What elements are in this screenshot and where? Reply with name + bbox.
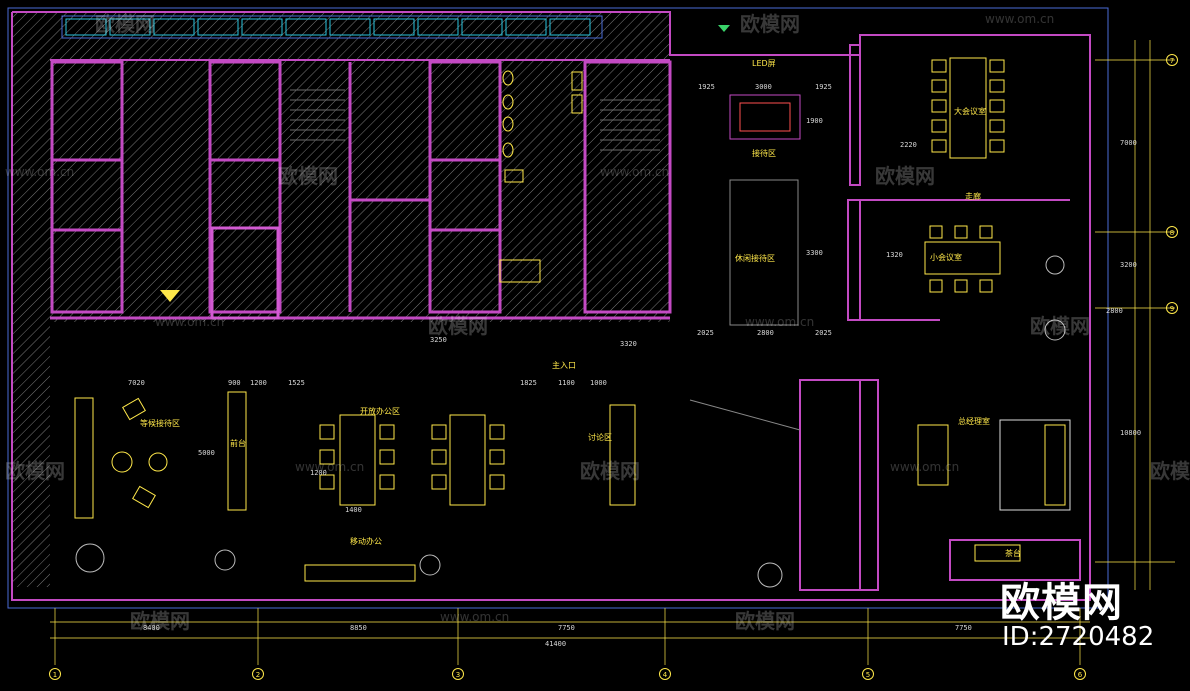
watermark-brand: 欧模网	[735, 609, 795, 633]
dim-waiting-4: 1525	[288, 379, 305, 387]
dim-waiting-5: 1825	[520, 379, 537, 387]
skylight-panels	[65, 18, 591, 36]
dim-misc-7: 5000	[198, 449, 215, 457]
grid-bubble-2: 2	[252, 668, 264, 680]
meeting-large-furniture	[931, 57, 1005, 159]
sanitary-fixtures	[499, 70, 583, 283]
dim-total: 41400	[545, 640, 567, 648]
dim-top-3: 1925	[815, 83, 832, 91]
hatched-left-strip	[12, 322, 50, 587]
dim-waiting-2: 900	[228, 379, 241, 387]
watermark-brand: 欧模网	[5, 459, 65, 483]
reception-block	[729, 94, 801, 326]
grid-bubble-8: 8	[1166, 226, 1178, 238]
watermark-url: www.om.cn	[985, 12, 1055, 26]
dim-lounge-v2: 3300	[806, 249, 823, 257]
right-zone-walls	[799, 44, 1081, 591]
watermark-brand: 欧模网	[740, 12, 800, 36]
dim-waiting-1: 7020	[128, 379, 145, 387]
dim-misc-6: 1200	[310, 469, 327, 477]
dim-bottom-4: 7750	[955, 624, 972, 632]
dim-top-1: 1925	[698, 83, 715, 91]
hatched-service-zone	[12, 12, 670, 322]
grid-bubble-4: 4	[659, 668, 671, 680]
dim-misc-3: 2220	[900, 141, 917, 149]
dim-misc-5: 1400	[345, 506, 362, 514]
label-waiting: 等候接待区	[140, 419, 180, 428]
watermark-url: www.om.cn	[745, 315, 815, 329]
grid-bubble-3: 3	[452, 668, 464, 680]
manager-office-furniture	[917, 419, 1071, 562]
dimension-lines	[50, 40, 1175, 665]
waiting-furniture	[74, 391, 247, 519]
label-lounge: 休闲接待区	[735, 254, 775, 263]
watermark-brand: 欧模网	[130, 609, 190, 633]
dim-misc-4: 1320	[886, 251, 903, 259]
dim-right-1: 7000	[1120, 139, 1137, 147]
label-meeting-large: 大会议室	[954, 107, 986, 116]
label-front-desk: 前台	[230, 439, 246, 448]
service-walls	[50, 60, 672, 320]
grid-bubble-7: 7	[1166, 54, 1178, 66]
watermark-url: www.om.cn	[600, 165, 670, 179]
label-mobile-office: 移动办公	[350, 537, 382, 546]
dim-lounge-v1: 1900	[806, 117, 823, 125]
drawing-id: ID:2720482	[1002, 622, 1155, 652]
dim-misc-2: 3320	[620, 340, 637, 348]
label-led-screen: LED屏	[752, 59, 776, 68]
curtain-line	[689, 399, 801, 431]
watermark-brand: 欧模网	[278, 164, 338, 188]
dim-waiting-7: 1000	[590, 379, 607, 387]
dim-right-2: 3200	[1120, 261, 1137, 269]
watermark-brand: 欧模网	[580, 459, 640, 483]
grid-bubble-1: 1	[49, 668, 61, 680]
grid-bubble-5: 5	[862, 668, 874, 680]
label-entrance: 主入口	[552, 361, 576, 370]
label-manager-office: 总经理室	[958, 417, 990, 426]
grid-bubble-6: 6	[1074, 668, 1086, 680]
label-reception: 接待区	[752, 149, 776, 158]
open-office-desks	[304, 404, 636, 582]
watermark-brand: 欧模网	[95, 12, 155, 36]
meeting-small-furniture	[924, 225, 1001, 293]
dim-bottom-2: 8850	[350, 624, 367, 632]
label-open-office: 开放办公区	[360, 407, 400, 416]
entry-marker-triangle	[160, 290, 180, 302]
watermark-brand: 欧模网	[875, 164, 935, 188]
watermark-url: www.om.cn	[155, 315, 225, 329]
stairs	[290, 89, 660, 151]
label-meeting-small: 小会议室	[930, 253, 962, 262]
dim-waiting-6: 1100	[558, 379, 575, 387]
watermark-url: www.om.cn	[440, 610, 510, 624]
brand-logo-text: 欧模网	[1000, 580, 1123, 626]
dim-misc-1: 3250	[430, 336, 447, 344]
dim-lounge-w1: 2025	[697, 329, 714, 337]
dim-top-2: 3000	[755, 83, 772, 91]
dim-bottom-1: 8400	[143, 624, 160, 632]
label-tea: 茶台	[1005, 549, 1021, 558]
dim-lounge-w3: 2025	[815, 329, 832, 337]
stair-block-left	[210, 226, 280, 320]
watermark-brand: 欧模网	[1150, 459, 1190, 483]
dim-lounge-w2: 2800	[757, 329, 774, 337]
watermark-url: www.om.cn	[295, 460, 365, 474]
watermark-url: www.om.cn	[5, 165, 75, 179]
watermark-brand: 欧模网	[428, 314, 488, 338]
outer-walls	[11, 11, 1091, 601]
watermark-url: www.om.cn	[890, 460, 960, 474]
watermark-brand: 欧模网	[1030, 314, 1090, 338]
dim-right-4: 10800	[1120, 429, 1142, 437]
dim-bottom-3: 7750	[558, 624, 575, 632]
dim-waiting-3: 1200	[250, 379, 267, 387]
grid-bubble-9: 9	[1166, 302, 1178, 314]
label-discussion: 讨论区	[588, 433, 612, 442]
north-marker	[718, 25, 730, 32]
plant-symbols	[75, 255, 1066, 588]
label-corridor: 走廊	[965, 192, 981, 201]
dim-right-3: 2800	[1106, 307, 1123, 315]
